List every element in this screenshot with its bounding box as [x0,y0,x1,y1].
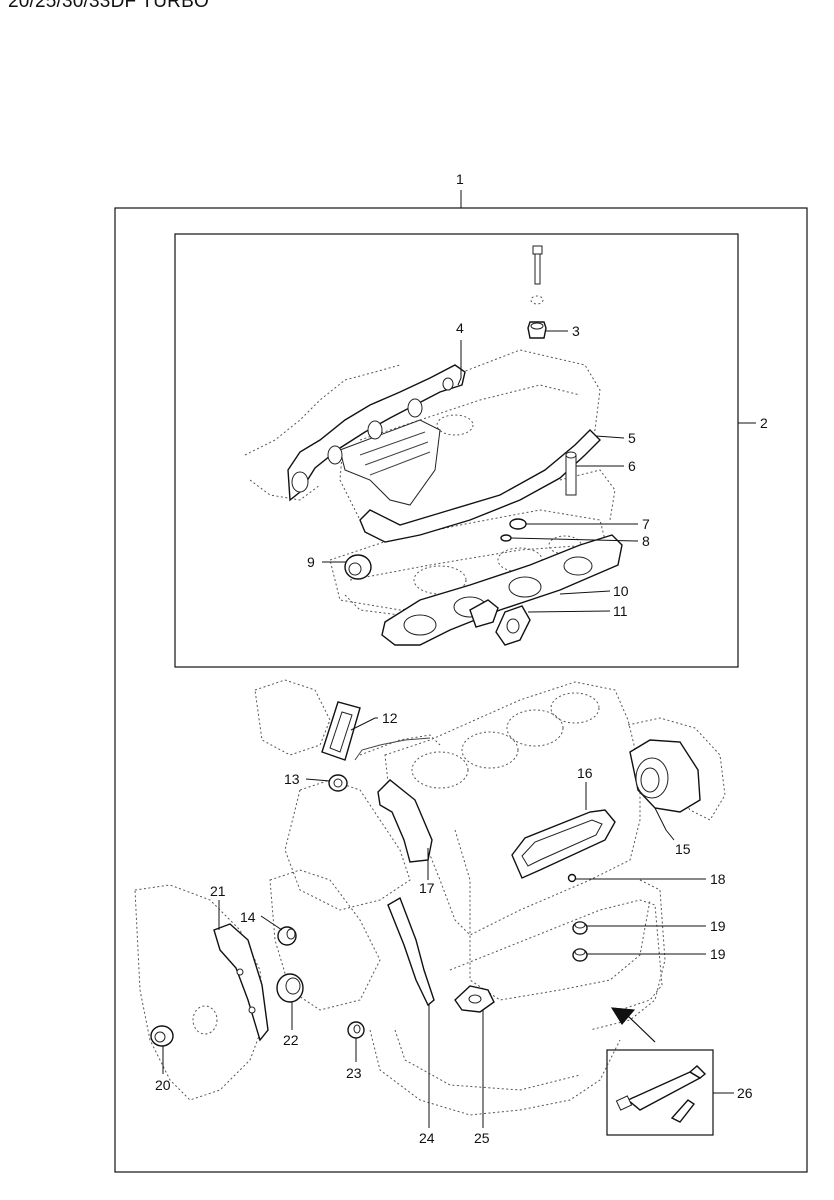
callout-6: 6 [628,458,636,474]
callout-11: 11 [613,603,628,619]
callout-8: 8 [642,533,650,549]
liquid-gasket-tube [615,1065,707,1123]
callout-19-lower: 19 [710,946,726,962]
leader-lines [162,190,756,1128]
callout-3: 3 [572,323,580,339]
exhaust-manifold-gasket [287,364,466,502]
cylinder-head-gasket [381,534,623,646]
tachometer-seal [347,1021,365,1039]
injector-sleeve [565,451,577,496]
callout-2: 2 [760,415,768,431]
callout-18: 18 [710,871,726,887]
callout-26: 26 [737,1085,753,1101]
callout-21: 21 [210,883,226,899]
water-outlet-gasket [469,599,531,646]
callout-20: 20 [155,1077,171,1093]
small-oil-seal [277,926,297,946]
cylinder-block-ghost [134,679,726,1116]
crank-front-seal [276,973,304,1003]
side-cover-gasket [511,809,616,879]
expansion-plug [567,873,577,883]
sealant-application-arrow [611,1007,656,1043]
callout-4: 4 [456,320,464,336]
rear-oil-seal [629,739,701,813]
callout-17: 17 [419,880,435,896]
pump-o-ring [328,774,348,792]
callout-24: 24 [419,1130,435,1146]
callout-19-upper: 19 [710,918,726,934]
callout-10: 10 [613,583,629,599]
oil-inlet-flange-gasket [454,985,495,1013]
callout-16: 16 [577,765,593,781]
callout-labels: 1 2 3 4 5 6 7 8 9 10 11 12 13 14 15 16 1… [155,171,768,1146]
cup-plug-lower [572,948,588,962]
timing-case-gasket [377,779,433,863]
callout-25: 25 [474,1130,490,1146]
callout-1: 1 [456,171,464,187]
o-ring-small [500,534,512,542]
front-plate-gasket [213,923,269,1042]
callout-13: 13 [284,771,300,787]
cover-bolt-washer [527,245,547,339]
water-pump-gasket [321,701,361,761]
timing-cover-strip-gasket [387,896,435,1007]
callout-5: 5 [628,430,636,446]
callout-9: 9 [307,554,315,570]
rocker-cover-gasket [359,429,601,543]
rocker-cover [339,419,441,506]
top-overhaul-kit-frame [174,233,739,668]
callout-12: 12 [382,710,398,726]
page-title: 20/25/30/33DF TURBO [8,0,209,12]
callout-23: 23 [346,1065,362,1081]
callout-14: 14 [240,909,256,925]
callout-15: 15 [675,841,691,857]
cup-plug-upper [572,921,588,935]
front-crank-seal [344,554,372,580]
callout-7: 7 [642,516,650,532]
front-cover-seal [150,1025,174,1047]
callout-22: 22 [283,1032,299,1048]
o-ring-large [509,518,527,530]
